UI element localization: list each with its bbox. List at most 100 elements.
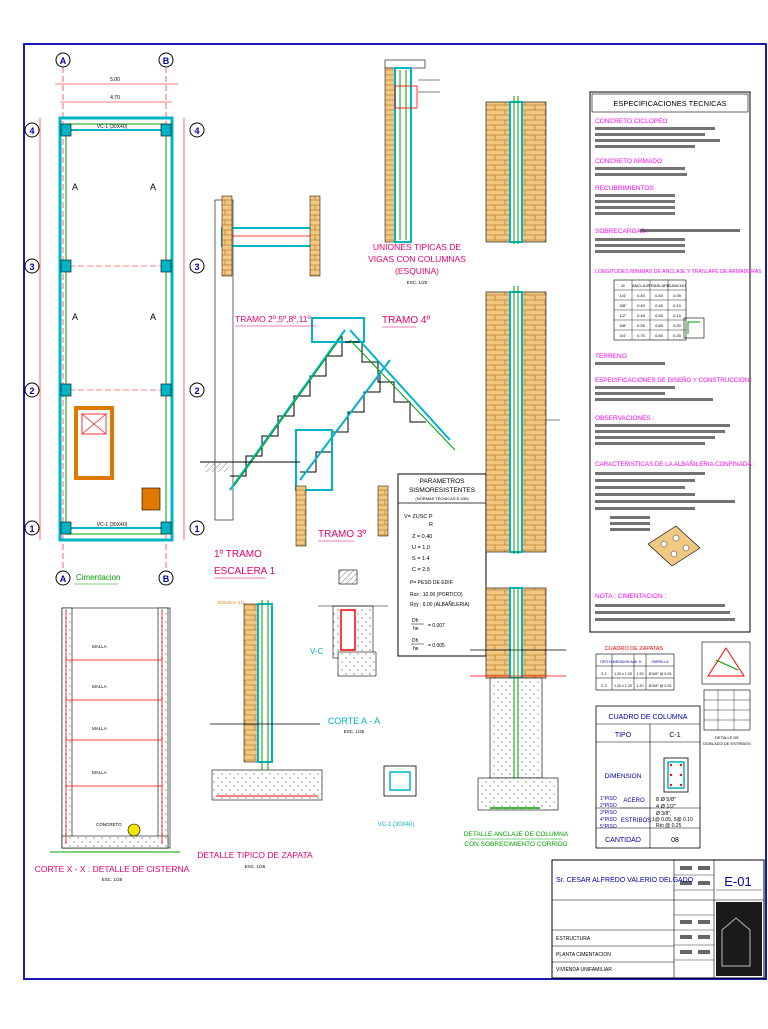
footing-title: DETALLE TIPICO DE ZAPATA xyxy=(197,850,313,860)
stair-steps-3 xyxy=(300,372,381,473)
wall-detail-title-1: DETALLE ANCLAJE DE COLUMNA xyxy=(464,831,569,838)
specialty: ESTRUCTURA xyxy=(556,936,591,942)
beam-column-joint: UNIONES TIPICAS DE VIGAS CON COLUMNAS (E… xyxy=(368,59,466,285)
lap-cell: 1/2" xyxy=(620,313,628,318)
lap-cell: 0.40 xyxy=(637,303,646,308)
cut-mark: A xyxy=(72,182,78,192)
cistern-section: MALLA MALLA MALLA MALLA CONCRETO CORTE X… xyxy=(35,607,190,882)
acero-value-1: 8 Ø 5/8" xyxy=(656,797,676,803)
row-axes: 4 3 2 1 4 3 2 1 xyxy=(24,122,205,536)
joint-scale: ESC. 1/20 xyxy=(407,280,428,285)
section-aa-title: CORTE A - A xyxy=(328,716,380,726)
seismic-norma: (NORMAS TECNICAS E-030) xyxy=(415,496,469,501)
axis-label-3: 3 xyxy=(29,262,34,272)
cistern-label-4: MALLA xyxy=(92,770,107,775)
svg-text:he: he xyxy=(413,626,419,632)
cistern-title: CORTE X - X : DETALLE DE CISTERNA xyxy=(35,864,190,874)
lap-cell: 0.55 xyxy=(637,323,646,328)
cimiento-corrido xyxy=(477,777,559,811)
footing-header-cell: PARRILLA xyxy=(651,660,669,664)
specs-heading-6: TERRENO xyxy=(595,353,627,360)
escala-label: ESCALA: 1/1 xyxy=(218,600,245,605)
lap-cell: 0.40 xyxy=(655,293,664,298)
beam-label-bottom: VC-1 (30X40) xyxy=(97,522,128,528)
lap-cell: 0.45 xyxy=(637,313,646,318)
axis-label-a: A xyxy=(60,56,67,66)
axis-label-4: 4 xyxy=(29,126,34,136)
specs-heading-2: CONCRETO ARMADO xyxy=(595,158,662,165)
footing-cell: 1.20 xyxy=(637,684,644,688)
footing-detail: ESCALA: 1/1 DETALLE TIPICO DE ZAPATA ESC… xyxy=(197,600,323,869)
tramo3-title: TRAMO 3º xyxy=(318,529,366,540)
tramo2-title: TRAMO 2º,5º,8º,11º xyxy=(235,314,311,324)
param-ryy: Ryy : 6.00 (ALBAÑILERIA) xyxy=(410,601,470,608)
cistern-wall-left xyxy=(61,607,73,849)
building-logo xyxy=(716,902,762,976)
seismic-box xyxy=(397,473,487,657)
floor-4: 4°PISO xyxy=(600,817,617,823)
column-table-title: CUADRO DE COLUMNA xyxy=(609,714,688,721)
dim-text-top: 5.00 xyxy=(110,77,120,83)
param-z: Z = 0.40 xyxy=(412,534,432,540)
svg-text:A: A xyxy=(150,312,156,322)
column-b2 xyxy=(160,383,172,397)
floor-3: 3°PISO xyxy=(600,810,617,816)
section-column-label: V-C xyxy=(310,647,324,656)
param-u: U = 1.0 xyxy=(412,545,430,551)
lap-cell: 0.15 xyxy=(673,313,682,318)
svg-text:he: he xyxy=(413,646,419,652)
drift-x: = 0.007 xyxy=(428,623,445,629)
footing-header-cell: DIMENSION AxB xyxy=(609,660,637,664)
stirrup-detail: DETALLE DE DOBLADO DE ESTRIBOS xyxy=(701,641,751,746)
stair-start-plan xyxy=(141,487,161,511)
lap-header-cell: GANCHO xyxy=(668,283,686,288)
tramo1-title: 1º TRAMO xyxy=(214,549,262,560)
cistern-wall-right xyxy=(157,607,169,849)
lap-header-cell: TRASLAPE xyxy=(649,283,670,288)
floor-2: 2°PISO xyxy=(600,803,617,809)
svg-text:A: A xyxy=(72,312,78,322)
lap-cell: 5/8" xyxy=(620,323,628,328)
lap-cell: 1/4" xyxy=(620,293,628,298)
lap-cell: 0.40 xyxy=(637,293,646,298)
specs-heading-8: OBSERVACIONES : xyxy=(595,415,655,422)
column-b3 xyxy=(160,259,172,273)
column-a2 xyxy=(60,383,72,397)
stair-section: TRAMO 2º,5º,8º,11º TRAMO 4º TRAMO 3º 1º … xyxy=(200,195,456,579)
foundation-plan: A B 5.00 4.70 VC-1 (30X40) VC-1 (30X40) xyxy=(24,52,205,586)
section-aa-scale: ESC. 1/25 xyxy=(344,729,365,734)
escalera-title: ESCALERA 1 xyxy=(214,566,276,577)
specs-panel: ESPECIFICACIONES TECNICAS CONCRETO CICLO… xyxy=(589,91,762,633)
footing-scale: ESC. 1/25 xyxy=(245,864,266,869)
footing-header-cell: TIPO xyxy=(600,660,609,664)
column-dimension-label: DIMENSION xyxy=(605,773,642,780)
lap-header-cell: Ø xyxy=(621,283,624,288)
svg-text:Dh: Dh xyxy=(412,638,419,644)
specs-heading-7: ESPECIFICACIONES DE DISEÑO Y CONSTRUCCIO… xyxy=(595,377,753,384)
lap-cell: 0.10 xyxy=(673,303,682,308)
wall-details: DETALLE ANCLAJE DE COLUMNA CON SOBRECIMI… xyxy=(464,96,569,848)
footing-header-cell: H xyxy=(639,660,642,664)
cistern-label-2: MALLA xyxy=(92,684,107,689)
param-s: S = 1.4 xyxy=(412,556,430,562)
footing-cell: 1.20 x 1.20 xyxy=(614,684,632,688)
specs-title: ESPECIFICACIONES TECNICAS xyxy=(613,99,726,108)
joint-title-1: UNIONES TIPICAS DE xyxy=(373,242,461,252)
plan-name: PLANTA CIMENTACION xyxy=(556,952,611,958)
cistern-plan xyxy=(74,406,114,480)
cantidad-label: CANTIDAD xyxy=(605,837,641,844)
project-name: VIVIENDA UNIFAMILIAR xyxy=(556,967,612,973)
lap-cell: 0.45 xyxy=(655,303,664,308)
axis-label-1: 1 xyxy=(29,524,34,534)
dim-text-top-2: 4.70 xyxy=(110,95,120,101)
title-block: E-01 Sr. CESAR ALFREDO VALERIO DELGADO E… xyxy=(551,859,765,979)
stair-steps-1 xyxy=(230,336,343,477)
estribos-value-1: Ø 3/8", xyxy=(656,811,671,817)
cistern-label-5: CONCRETO xyxy=(96,822,122,827)
footing-cell: Ø 5/8" @ 0.25 xyxy=(649,684,672,688)
column-a3 xyxy=(60,259,72,273)
section-aa: V-C CORTE A - A ESC. 1/25 VC-1 (30X40) xyxy=(310,569,417,828)
